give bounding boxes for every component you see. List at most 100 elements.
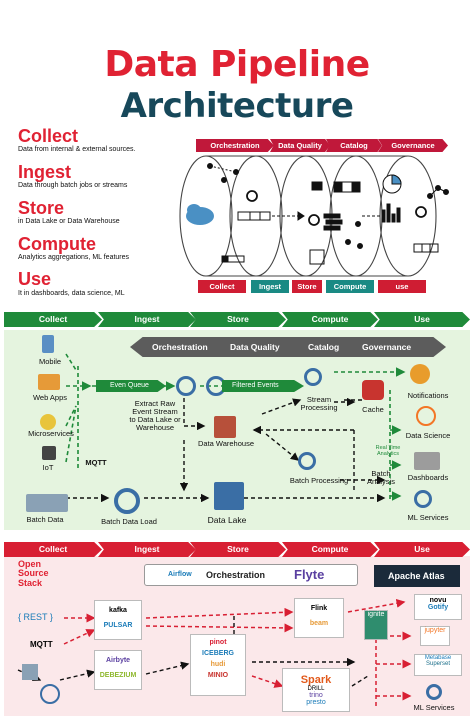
tab-catalog: Catalog: [326, 139, 382, 152]
database-icon: [22, 664, 38, 680]
stage-store-desc: in Data Lake or Data Warehouse: [18, 218, 120, 225]
cache-icon: [362, 380, 384, 400]
label-data-lake: Data Lake: [207, 515, 247, 525]
bottom-flow-lines: [17, 598, 412, 706]
drill-logo: DRILL: [307, 686, 325, 692]
label-real-time-analytics: Real Time Analytics: [375, 445, 401, 457]
label-orchestration: Orchestration: [206, 570, 266, 580]
label-batch-processing: Batch Processing: [289, 476, 349, 485]
batch-data-icon: [26, 494, 68, 512]
ml-services-gear-icon: [414, 490, 432, 508]
flink-logo: Flink: [310, 605, 328, 612]
pill-governance: Governance: [362, 342, 412, 352]
tab-data-quality: Data Quality: [270, 139, 330, 152]
tab-orchestration: Orchestration: [196, 139, 274, 152]
label-extract: Extract Raw Event Stream to Data Lake or…: [129, 399, 181, 432]
gear-icon: [176, 376, 196, 396]
iceberg-logo: ICEBERG: [202, 650, 234, 657]
rband-use: Use: [374, 542, 470, 557]
store-logo-box: pinot ICEBERG hudi MINIO: [190, 634, 246, 696]
novu-logo: novu: [429, 597, 447, 604]
batch-gear-icon: [298, 452, 316, 470]
notifications-icon: [410, 364, 430, 384]
jupyter-icon: [416, 406, 436, 426]
tab-bottom-ingest: Ingest: [251, 280, 289, 293]
filtered-events-arrow: Filtered Events: [222, 380, 304, 392]
airflow-logo: Airflow: [168, 571, 192, 578]
label-mqtt: MQTT: [85, 458, 107, 467]
label-iot: IoT: [42, 463, 54, 472]
label-ml-services-oss: ML Services: [413, 703, 455, 712]
ingest-logo-box: kafka PULSAR: [94, 600, 142, 640]
tab-governance: Governance: [378, 139, 448, 152]
compute-logo-box: Flink beam: [294, 598, 344, 638]
presto-logo: presto: [306, 699, 326, 706]
use-logo-box: novu Gotify: [414, 594, 462, 620]
tab-bottom-compute: Compute: [326, 280, 374, 293]
label-data-science: Data Science: [405, 431, 451, 440]
pill-orchestration: Orchestration: [152, 342, 208, 352]
data-warehouse-icon: [214, 416, 236, 438]
stage-use-desc: It in dashboards, data science, ML: [18, 290, 125, 297]
mqtt-icon: MQTT: [30, 640, 53, 649]
band-use: Use: [374, 312, 470, 327]
dashboards-icon: [414, 452, 440, 470]
minio-logo: MINIO: [207, 672, 229, 679]
tab-bottom-store: Store: [292, 280, 322, 293]
microservices-icon: [40, 414, 56, 430]
stage-store-heading: Store: [18, 198, 65, 218]
title-line1: Data Pipeline: [104, 44, 370, 85]
label-stream-processing: Stream Processing: [300, 395, 338, 412]
hudi-logo: hudi: [210, 661, 226, 668]
iot-icon: [42, 446, 56, 460]
kafka-logo: kafka: [109, 607, 127, 614]
trino-logo: trino: [309, 692, 323, 699]
rband-collect: Collect: [4, 542, 102, 557]
airbyte-logo: Airbyte: [105, 657, 131, 664]
pipeline-cylinder-diagram: [179, 155, 449, 277]
stage-compute-desc: Analytics aggregations, ML features: [18, 254, 130, 261]
apache-atlas-logo: Apache Atlas: [374, 565, 460, 587]
band-collect: Collect: [4, 312, 102, 327]
band-compute: Compute: [282, 312, 378, 327]
label-batch-data: Batch Data: [26, 515, 64, 524]
rband-compute: Compute: [282, 542, 378, 557]
stage-collect-desc: Data from internal & external sources.: [18, 146, 136, 153]
label-notifications: Notifications: [407, 391, 449, 400]
tab-bottom-use: use: [378, 280, 426, 293]
orchestration-bar: [144, 564, 358, 586]
superset-logo: Superset: [425, 661, 450, 667]
pinot-logo: pinot: [209, 639, 227, 646]
stream-gear-icon: [304, 368, 322, 386]
metabase-logo: Metabase: [424, 655, 452, 661]
pill-data-quality: Data Quality: [230, 342, 280, 352]
ignite-logo: ignite: [364, 610, 388, 640]
globe-icon: [40, 684, 60, 704]
stage-use-heading: Use: [18, 269, 52, 289]
title-line2: Architecture: [120, 86, 354, 126]
data-lake-icon: [214, 482, 244, 510]
label-web-apps: Web Apps: [32, 393, 68, 402]
gotify-logo: Gotify: [427, 604, 449, 611]
ingest-logo-box-2: Airbyte DEBEZIUM: [94, 650, 142, 690]
spark-logo: Spark: [300, 674, 332, 686]
label-ml-services: ML Services: [407, 513, 449, 522]
beam-logo: beam: [309, 620, 329, 627]
rest-icon: { REST }: [18, 612, 53, 622]
even-queue-arrow: Even Queue: [96, 380, 166, 392]
ml-gear-icon: [426, 684, 442, 700]
mobile-icon: [42, 335, 54, 353]
batch-load-gear-icon: [114, 488, 140, 514]
stage-ingest-heading: Ingest: [18, 162, 72, 182]
governance-pill: [130, 337, 446, 357]
label-batch-data-load: Batch Data Load: [101, 517, 157, 526]
rband-store: Store: [190, 542, 286, 557]
flyte-logo: Flyte: [294, 567, 325, 582]
pulsar-logo: PULSAR: [103, 622, 133, 629]
tab-bottom-collect: Collect: [198, 280, 246, 293]
dashboard-logo-box: Metabase Superset: [414, 654, 462, 676]
pill-catalog: Catalog: [308, 342, 340, 352]
label-batch-analysis: Batch Analysis: [367, 469, 395, 486]
stage-compute-heading: Compute: [18, 234, 96, 254]
